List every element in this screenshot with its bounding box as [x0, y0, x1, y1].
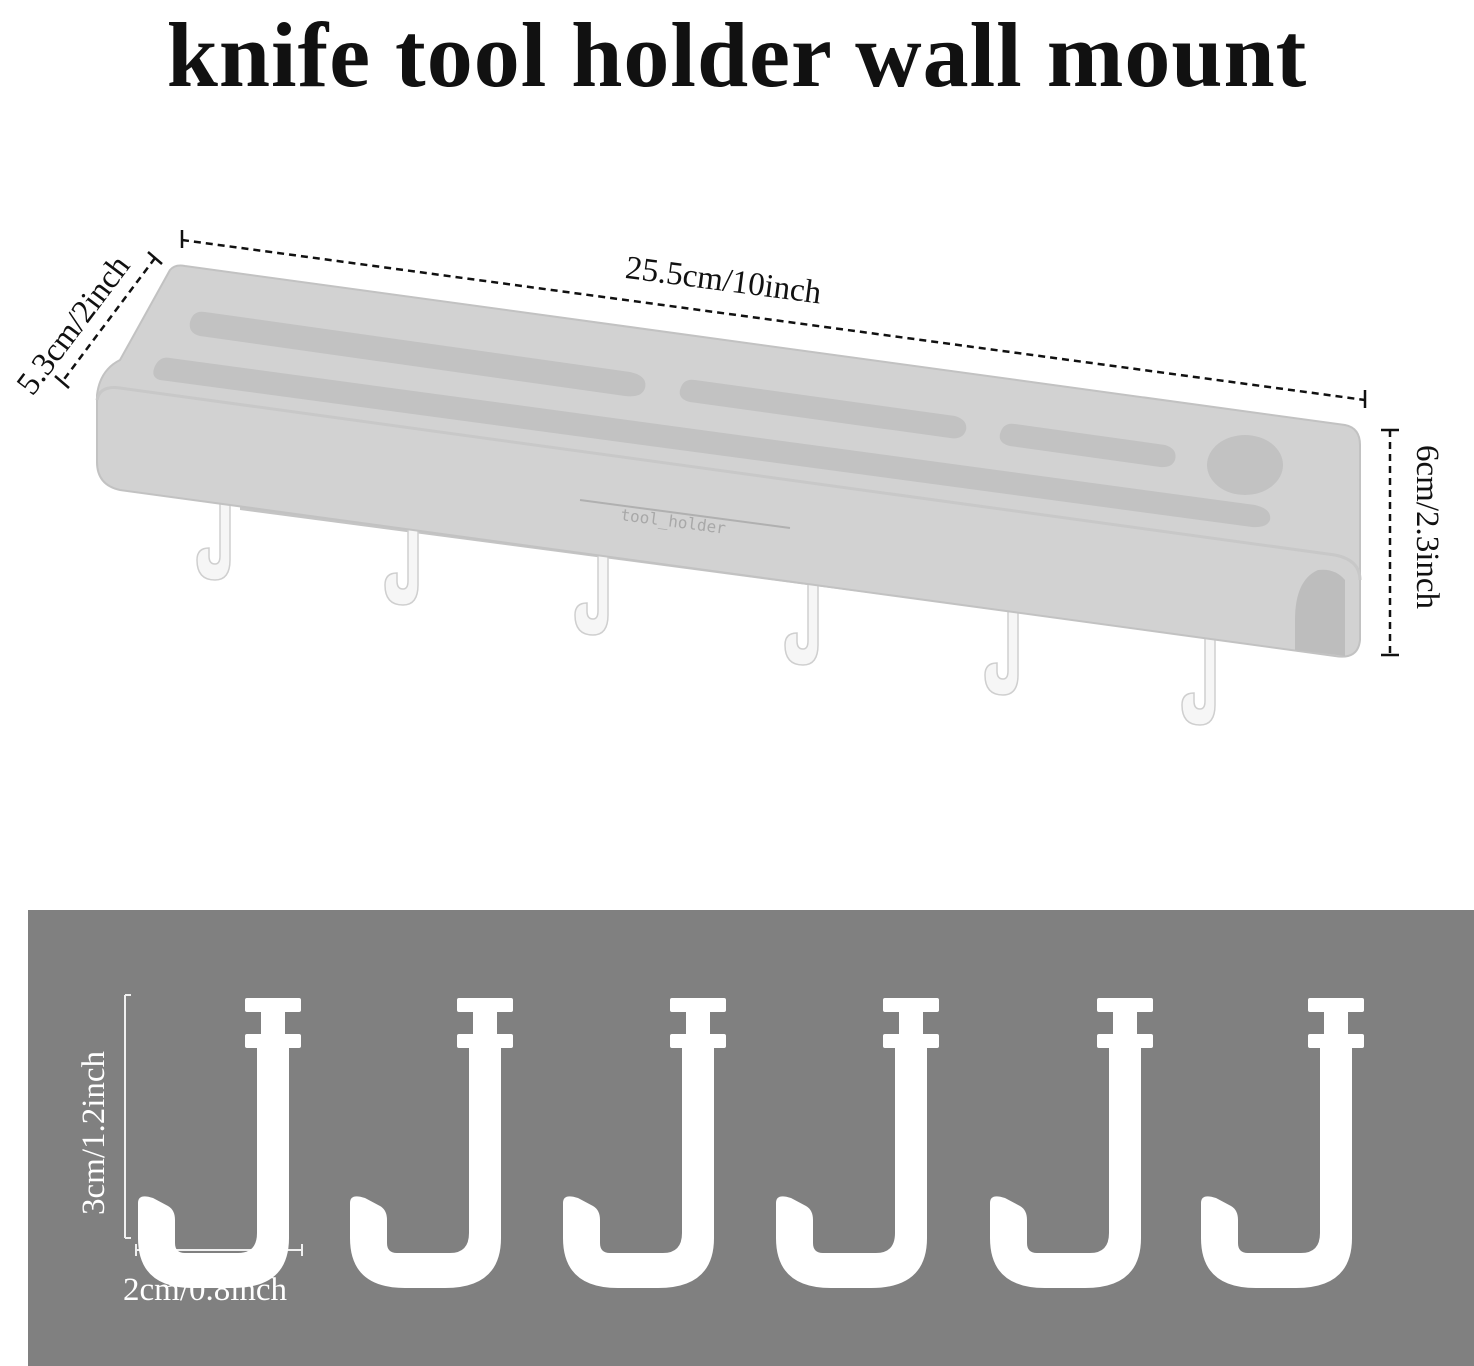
hook-icon	[138, 998, 301, 1288]
hook-icon	[1201, 998, 1364, 1288]
dimension-ticks	[54, 230, 1399, 657]
hook-icon	[990, 998, 1153, 1288]
hook-height-label: 3cm/1.2inch	[76, 1050, 112, 1215]
tool-holder-illustration: tool_holder	[54, 230, 1399, 726]
hooks-panel: 3cm/1.2inch 2cm/0.8inch	[28, 910, 1474, 1366]
hooks-detail	[124, 994, 1364, 1288]
page-title: knife tool holder wall mount	[166, 4, 1308, 106]
hooks-row	[138, 998, 1364, 1288]
hook-icon	[784, 559, 819, 666]
hook-icon	[776, 998, 939, 1288]
knife-slots	[153, 311, 1283, 528]
hook-icon	[1181, 614, 1216, 726]
hook-width-label: 2cm/0.8inch	[123, 1272, 288, 1308]
length-dimension-line	[61, 238, 1392, 655]
hook-icon	[984, 589, 1019, 696]
hook-icon	[196, 479, 231, 581]
hook-icon	[563, 998, 726, 1288]
hook-icon	[350, 998, 513, 1288]
height-label: 6cm/2.3inch	[1409, 445, 1445, 610]
